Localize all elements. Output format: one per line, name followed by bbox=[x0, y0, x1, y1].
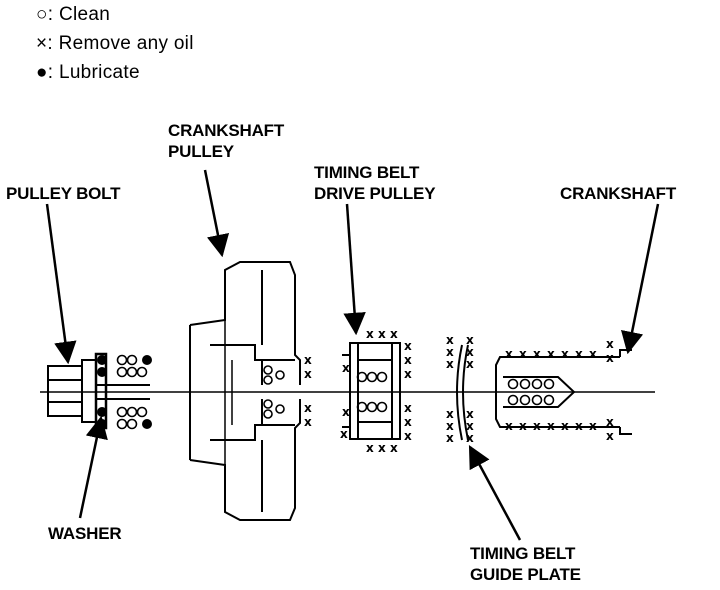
svg-text:x: x bbox=[446, 431, 454, 445]
arrow-pulley-bolt bbox=[45, 203, 77, 365]
clean-symbol: ○ bbox=[36, 4, 48, 25]
leader-arrows bbox=[45, 169, 660, 541]
svg-text:x: x bbox=[606, 415, 614, 429]
svg-text:x: x bbox=[304, 401, 312, 415]
svg-text:x: x bbox=[340, 427, 348, 441]
label-pulley-bolt: PULLEY BOLT bbox=[6, 184, 121, 203]
svg-text:x: x bbox=[575, 419, 583, 433]
svg-text:x: x bbox=[366, 327, 374, 341]
timing-belt-drive-pulley bbox=[342, 342, 401, 440]
clean-label: Clean bbox=[58, 4, 111, 25]
arrow-crankshaft-pulley bbox=[203, 169, 230, 258]
svg-text:x: x bbox=[606, 337, 614, 351]
svg-text:x: x bbox=[547, 347, 555, 361]
svg-text:x: x bbox=[533, 419, 541, 433]
crankshaft-pulley bbox=[189, 261, 301, 521]
svg-text:x: x bbox=[342, 405, 350, 419]
svg-text:x: x bbox=[378, 327, 386, 341]
washer bbox=[94, 352, 108, 430]
label-crankshaft: CRANKSHAFT bbox=[560, 184, 677, 203]
svg-text:x: x bbox=[466, 407, 474, 421]
svg-text:x: x bbox=[466, 419, 474, 433]
svg-text:x: x bbox=[519, 347, 527, 361]
svg-text:x: x bbox=[404, 415, 412, 429]
label-timing-belt-drive-pulley: TIMING BELT DRIVE PULLEY bbox=[314, 163, 436, 203]
svg-text:x: x bbox=[466, 357, 474, 371]
lubricate-marks bbox=[97, 355, 152, 429]
svg-text:x: x bbox=[606, 351, 614, 365]
svg-text:x: x bbox=[390, 327, 398, 341]
lubricate-symbol: ● bbox=[36, 62, 48, 83]
svg-text:x: x bbox=[533, 347, 541, 361]
svg-text:x: x bbox=[390, 441, 398, 455]
label-washer: WASHER bbox=[48, 524, 122, 543]
svg-text:x: x bbox=[589, 347, 597, 361]
svg-text:x: x bbox=[304, 353, 312, 367]
svg-text:x: x bbox=[446, 357, 454, 371]
label-timing-belt-guide-plate: TIMING BELT GUIDE PLATE bbox=[470, 544, 581, 584]
svg-text:x: x bbox=[575, 347, 583, 361]
svg-text:x: x bbox=[519, 419, 527, 433]
svg-text:x: x bbox=[404, 353, 412, 367]
label-crankshaft-pulley: CRANKSHAFT PULLEY bbox=[168, 121, 285, 161]
svg-text:x: x bbox=[404, 339, 412, 353]
svg-text:x: x bbox=[446, 345, 454, 359]
svg-text:x: x bbox=[446, 407, 454, 421]
svg-text:x: x bbox=[466, 431, 474, 445]
lubricate-label: Lubricate bbox=[58, 62, 140, 83]
svg-text:x: x bbox=[505, 347, 513, 361]
arrow-timing-belt-drive-pulley bbox=[343, 203, 366, 336]
svg-text:x: x bbox=[304, 367, 312, 381]
svg-text:x: x bbox=[561, 419, 569, 433]
svg-text:x: x bbox=[342, 361, 350, 375]
svg-text:x: x bbox=[404, 429, 412, 443]
arrow-crankshaft bbox=[620, 203, 660, 355]
svg-text:x: x bbox=[366, 441, 374, 455]
legend-remove-oil: ×: Remove any oil bbox=[36, 33, 194, 54]
svg-text:x: x bbox=[547, 419, 555, 433]
remove-oil-label: Remove any oil bbox=[58, 33, 194, 54]
clean-marks bbox=[116, 354, 555, 430]
svg-text:x: x bbox=[378, 441, 386, 455]
svg-text:x: x bbox=[446, 419, 454, 433]
svg-text:x: x bbox=[606, 429, 614, 443]
timing-belt-guide-plate bbox=[456, 344, 469, 441]
remove-oil-symbol: × bbox=[36, 33, 48, 54]
arrow-timing-belt-guide-plate bbox=[468, 445, 522, 541]
legend-lubricate: ●: Lubricate bbox=[36, 62, 140, 83]
svg-text:x: x bbox=[404, 401, 412, 415]
legend-clean: ○: Clean bbox=[36, 4, 111, 25]
svg-text:x: x bbox=[404, 367, 412, 381]
arrow-washer bbox=[78, 415, 108, 519]
svg-text:x: x bbox=[304, 415, 312, 429]
svg-text:x: x bbox=[505, 419, 513, 433]
svg-text:x: x bbox=[561, 347, 569, 361]
svg-text:x: x bbox=[466, 345, 474, 359]
svg-text:x: x bbox=[446, 333, 454, 347]
svg-text:x: x bbox=[466, 333, 474, 347]
svg-text:x: x bbox=[589, 419, 597, 433]
